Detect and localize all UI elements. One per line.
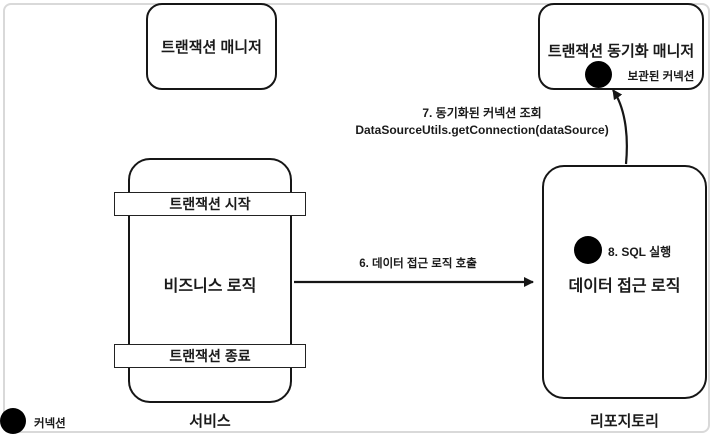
repository-box <box>542 165 707 399</box>
connection-lookup-code-text: DataSourceUtils.getConnection(dataSource… <box>355 123 609 137</box>
repository-caption: 리포지토리 <box>589 413 659 430</box>
transaction-end-band: 트랜잭션 종료 <box>114 344 306 368</box>
stored-connection-dot-icon <box>585 61 612 88</box>
transaction-start-band: 트랜잭션 시작 <box>114 192 306 216</box>
sync-manager-title: 트랜잭션 동기화 매니저 <box>547 43 695 60</box>
business-logic-label: 비즈니스 로직 <box>163 278 257 295</box>
sql-step-dot-icon <box>574 236 602 264</box>
frame-border <box>3 3 710 433</box>
transaction-manager-box: 트랜잭션 매니저 <box>146 3 277 90</box>
connection-lookup-label: 7. 동기화된 커넥션 조회 DataSourceUtils.getConnec… <box>349 105 615 139</box>
connection-lookup-step-text: 7. 동기화된 커넥션 조회 <box>422 106 542 120</box>
service-caption: 서비스 <box>189 413 231 430</box>
legend-connection-dot-icon <box>0 408 26 434</box>
data-access-logic-label: 데이터 접근 로직 <box>568 278 681 295</box>
sql-step-label: 8. SQL 실행 <box>608 245 672 259</box>
sync-manager-box: 트랜잭션 동기화 매니저 보관된 커넥션 <box>538 3 704 90</box>
stored-connection-label: 보관된 커넥션 <box>627 71 695 83</box>
data-access-call-label: 6. 데이터 접근 로직 호출 <box>359 258 477 270</box>
transaction-manager-title: 트랜잭션 매니저 <box>161 39 262 56</box>
legend-connection-label: 커넥션 <box>34 418 66 430</box>
